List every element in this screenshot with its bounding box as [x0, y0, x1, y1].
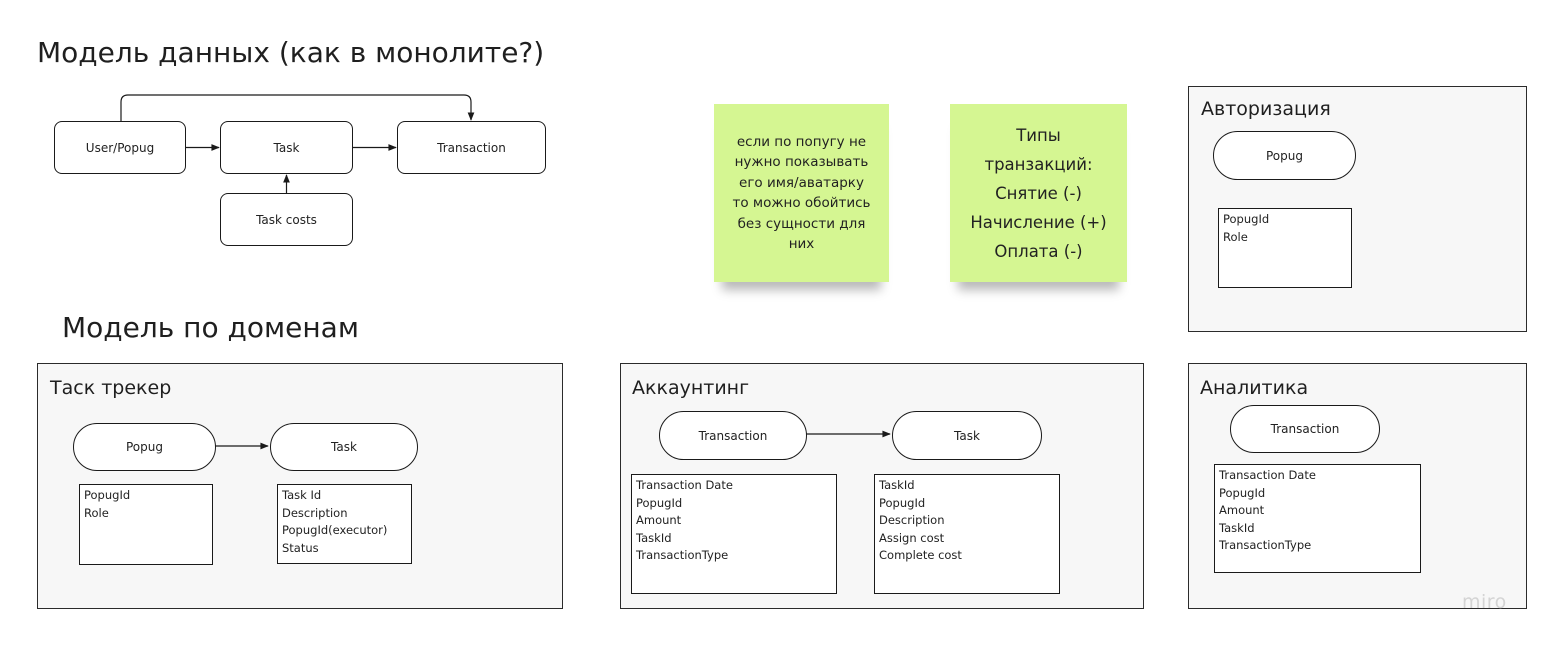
field: Transaction Date [1219, 468, 1316, 482]
field: Assign cost [879, 530, 945, 545]
entity-task[interactable]: Task [270, 423, 418, 471]
field: TaskId [636, 530, 672, 545]
entity-task[interactable]: Task [892, 411, 1042, 460]
entity-fields-box[interactable]: TaskId PopugId Description Assign cost C… [874, 474, 1060, 594]
sticky-note-line: то можно обойтись [732, 195, 871, 211]
field: TaskId [879, 478, 915, 492]
field: PopugId(executor) [282, 523, 388, 537]
frame-accounting[interactable]: Аккаунтинг Transaction Task Transaction … [620, 363, 1144, 609]
sticky-note-popug-entity[interactable]: если по попугу не нужно показывать его и… [714, 104, 889, 282]
field: PopugId [1219, 485, 1266, 500]
field: Role [84, 505, 109, 520]
sticky-note-line: нужно показывать [734, 154, 869, 170]
sticky-note-text: если по попугу не нужно показывать его и… [732, 132, 870, 255]
field: PopugId [84, 488, 131, 502]
entity-popug[interactable]: Popug [1213, 131, 1356, 180]
monolith-model-heading: Модель данных (как в монолите?) [37, 36, 545, 69]
sticky-note-line: его имя/аватарку [739, 174, 864, 191]
entity-transaction[interactable]: Transaction [659, 411, 807, 460]
field: PopugId [1223, 212, 1270, 226]
entity-fields-box[interactable]: Task Id Description PopugId(executor) St… [277, 484, 412, 564]
frame-title: Аккаунтинг [632, 377, 750, 399]
arrow-user-to-transaction [120, 94, 475, 121]
sticky-note-line: Оплата (-) [994, 241, 1083, 261]
entity-fields-box[interactable]: Transaction Date PopugId Amount TaskId T… [631, 474, 837, 594]
node-task-costs[interactable]: Task costs [220, 193, 353, 246]
sticky-note-line: Типы [1016, 125, 1061, 145]
node-transaction[interactable]: Transaction [397, 121, 546, 174]
entity-transaction[interactable]: Transaction [1230, 405, 1380, 453]
sticky-note-line: если по попугу не [736, 133, 867, 150]
field: Amount [1219, 503, 1265, 517]
frame-analytics[interactable]: Аналитика Transaction Transaction Date P… [1188, 363, 1527, 609]
sticky-note-text: Типы транзакций: Снятие (-) Начисление (… [970, 121, 1106, 266]
field: Transaction Date [636, 478, 733, 492]
frame-title: Таск трекер [50, 377, 172, 399]
node-user-popug[interactable]: User/Popug [54, 121, 186, 174]
field: TransactionType [1219, 538, 1312, 552]
frame-title: Аналитика [1200, 377, 1309, 399]
domain-model-heading: Модель по доменам [62, 311, 359, 344]
node-task[interactable]: Task [220, 121, 353, 174]
field: Description [282, 505, 348, 520]
frame-authorization[interactable]: Авторизация Popug PopugId Role [1188, 86, 1527, 332]
field: Description [879, 513, 945, 527]
entity-popug[interactable]: Popug [73, 423, 216, 471]
miro-logo: miro [1462, 591, 1507, 613]
field: Task Id [282, 488, 322, 502]
field: Status [282, 540, 319, 555]
entity-fields-box[interactable]: PopugId Role [1218, 208, 1352, 288]
sticky-note-line: без сущности для [737, 215, 866, 232]
sticky-note-line: транзакций: [984, 154, 1093, 174]
field: Amount [636, 513, 682, 527]
sticky-note-line: них [788, 236, 815, 252]
field: PopugId [636, 495, 683, 510]
sticky-note-line: Снятие (-) [995, 183, 1082, 203]
field: TransactionType [636, 548, 729, 562]
entity-fields-box[interactable]: PopugId Role [79, 484, 213, 565]
sticky-note-transaction-types[interactable]: Типы транзакций: Снятие (-) Начисление (… [950, 104, 1127, 282]
entity-fields-box[interactable]: Transaction Date PopugId Amount TaskId T… [1214, 464, 1421, 573]
field: PopugId [879, 495, 926, 510]
field: TaskId [1219, 520, 1255, 535]
sticky-note-line: Начисление (+) [970, 212, 1107, 232]
field: Complete cost [879, 548, 962, 562]
frame-title: Авторизация [1201, 98, 1331, 120]
frame-task-tracker[interactable]: Таск трекер Popug Task PopugId Role Task… [37, 363, 563, 609]
field: Role [1223, 229, 1248, 244]
